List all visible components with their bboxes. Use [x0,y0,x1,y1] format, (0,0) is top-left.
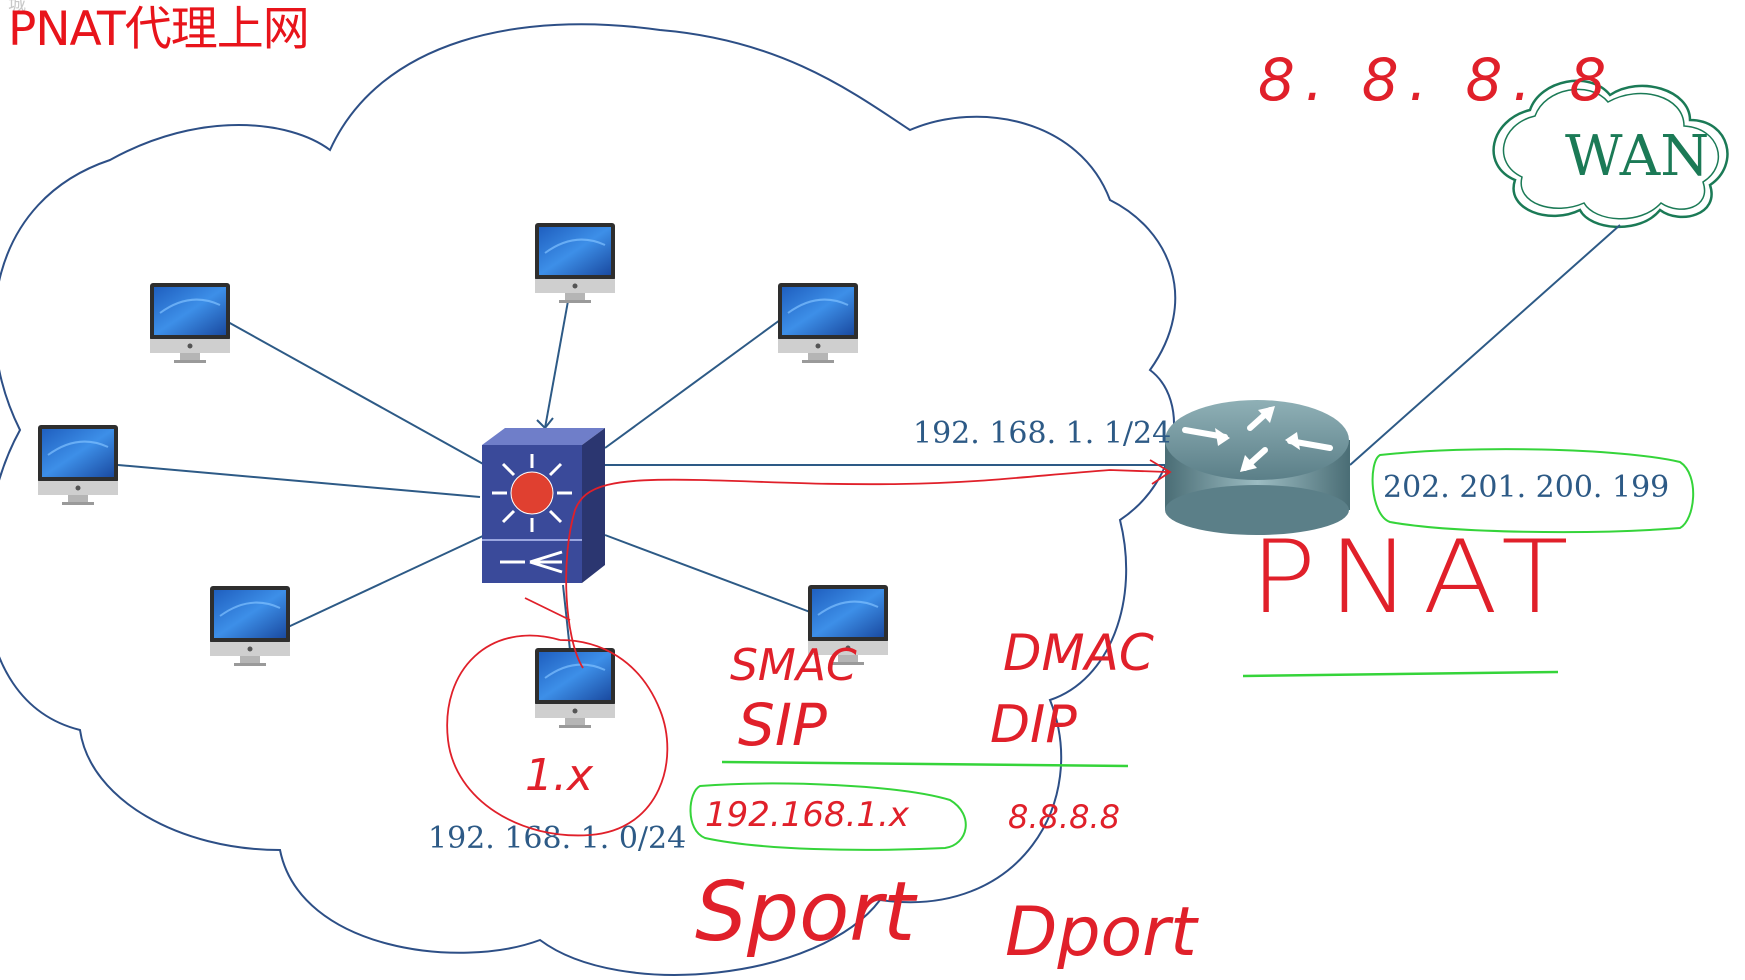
ink-sip-value: 192.168.1.x [705,795,910,835]
link-pc-bottom-left [287,534,486,628]
router-icon[interactable] [1165,400,1350,535]
ink-pnat-underline [1242,670,1559,678]
ink-dns-ip: 8. 8. 8. 8 [1258,46,1616,114]
router-lan-ip: 192. 168. 1. 1/24 [913,416,1171,451]
link-router-wan [1349,224,1621,466]
imac-computer-icon[interactable] [149,282,231,364]
ink-smac: SMAC [730,640,857,691]
ink-stroke [524,597,571,621]
ink-dip: DIP [990,695,1077,755]
ink-sip-box [689,782,967,851]
ink-sport: Sport [695,865,918,960]
imac-computer-icon[interactable] [534,222,616,304]
link-pc-top-right [604,319,781,449]
imac-computer-icon[interactable] [777,282,859,364]
ink-sip: SIP [738,691,827,759]
ink-wan-ip-box [1371,448,1695,534]
router-wan-ip: 202. 201. 200. 199 [1383,470,1669,505]
imac-computer-icon[interactable] [209,585,291,667]
link-pc-top-left [227,321,486,466]
ink-dport: Dport [1005,893,1199,972]
ink-pnat: PNAT [1250,518,1581,636]
page-title: PNAT代理上网 [8,2,310,57]
imac-computer-icon[interactable] [534,647,616,729]
lan-subnet: 192. 168. 1. 0/24 [428,821,686,856]
ink-dmac: DMAC [1003,624,1154,682]
lan-cloud-outline [0,23,1177,976]
ink-traffic-path [565,469,1169,669]
ink-host-label: 1.x [525,750,594,801]
link-pc-top [544,289,571,429]
link-pc-bottom-right [604,534,811,613]
link-pc-left [117,464,481,498]
links [117,224,1621,651]
ink-dip-value: 8.8.8.8 [1008,798,1120,836]
ink-divider [721,760,1129,768]
ink-host-circle [446,634,669,837]
wan-label: WAN [1565,124,1709,189]
wan-cloud-icon: WAN [1492,79,1729,229]
imac-computer-icon[interactable] [37,424,119,506]
ink-arrow [1149,459,1172,485]
layer3-switch-icon[interactable] [482,428,605,583]
faint-residual-text: 城 [8,0,26,14]
